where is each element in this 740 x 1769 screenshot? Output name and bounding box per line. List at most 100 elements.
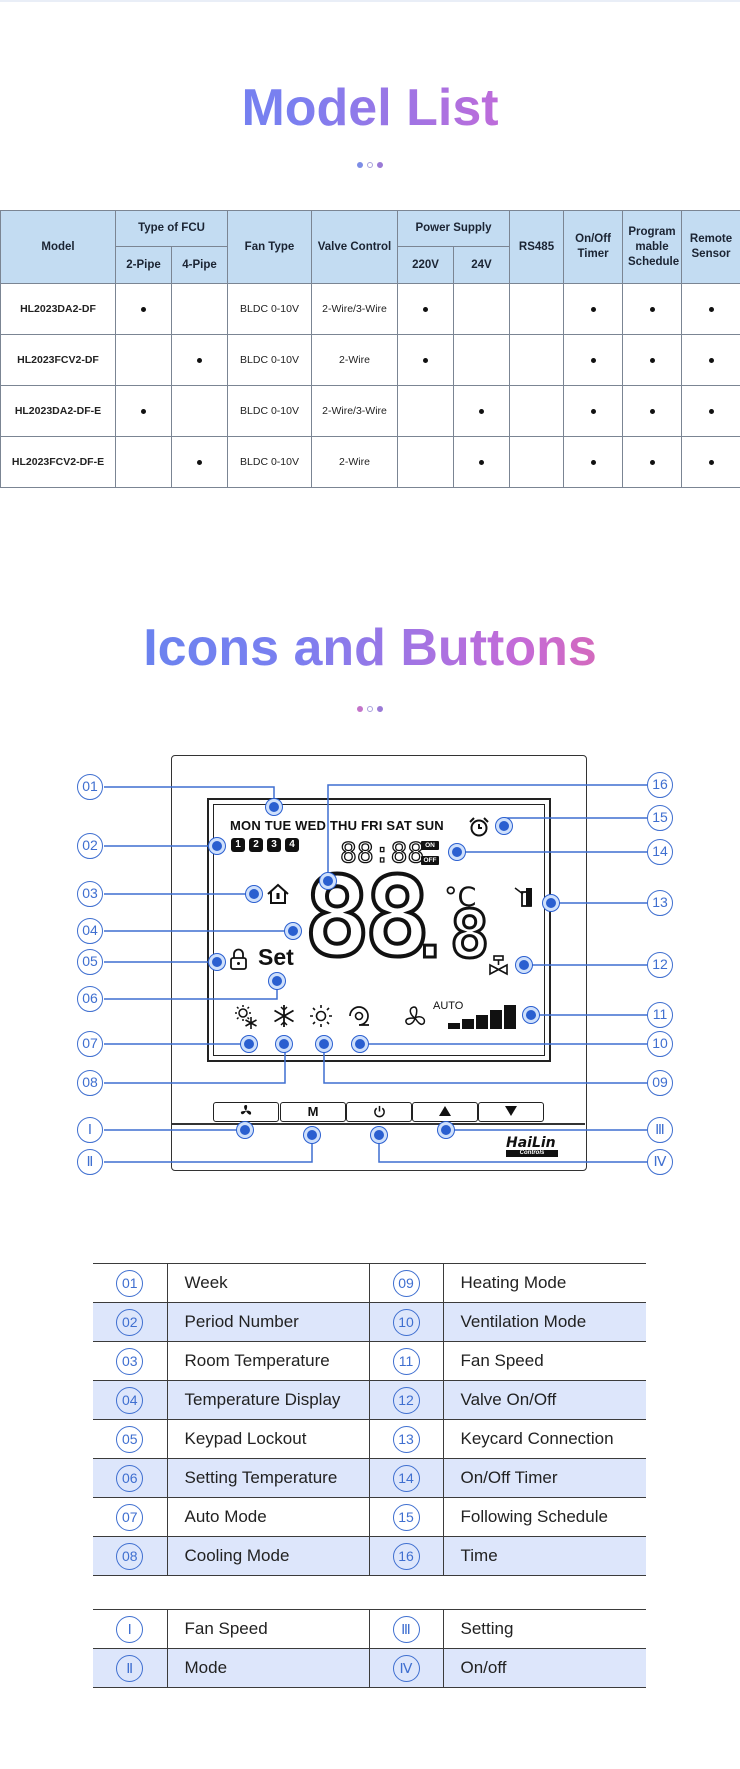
marker-11	[523, 1007, 539, 1023]
legend-number: 08	[116, 1542, 144, 1570]
legend-number-cell: 01	[93, 1263, 168, 1303]
marker-09	[316, 1036, 332, 1052]
period-4: 4	[285, 838, 299, 852]
callout-IV: Ⅳ	[647, 1149, 673, 1175]
callout-I: Ⅰ	[77, 1117, 103, 1143]
valve-icon	[489, 955, 508, 976]
legend-number: 03	[116, 1347, 144, 1375]
header-24v: 24V	[452, 246, 511, 284]
marker-III	[438, 1122, 454, 1138]
legend-number: Ⅱ	[116, 1654, 144, 1682]
header-fan-type: Fan Type	[227, 210, 312, 284]
period-3: 3	[267, 838, 281, 852]
cell-rs485	[509, 334, 565, 386]
down-button[interactable]	[478, 1102, 544, 1122]
header-programmable-schedule: Program mable Schedule	[622, 210, 683, 284]
on-badge: ON	[421, 841, 439, 850]
check-dot-icon	[141, 409, 146, 414]
legend-label: Valve On/Off	[443, 1380, 646, 1420]
legend-number-cell: 12	[369, 1380, 444, 1420]
legend-number-cell: Ⅲ	[369, 1609, 444, 1649]
legend-number: 15	[392, 1503, 420, 1531]
legend-number-cell: 04	[93, 1380, 168, 1420]
top-divider	[0, 0, 740, 2]
cell-schedule	[622, 334, 683, 386]
house-icon	[267, 883, 289, 904]
header-onoff-timer: On/Off Timer	[563, 210, 624, 284]
callout-II: Ⅱ	[77, 1149, 103, 1175]
callout-10: 10	[647, 1031, 673, 1057]
header-rs485: RS485	[509, 210, 565, 284]
marker-I	[237, 1122, 253, 1138]
marker-10	[352, 1036, 368, 1052]
set-label: Set	[258, 944, 294, 970]
header-power-supply: Power Supply	[396, 210, 511, 247]
legend-number-cell: 11	[369, 1341, 444, 1381]
fan-speed-bar	[462, 1019, 474, 1029]
marker-05	[209, 954, 225, 970]
marker-II	[304, 1127, 320, 1143]
marker-06	[269, 973, 285, 989]
legend-number: Ⅰ	[116, 1615, 144, 1643]
legend-number-cell: 16	[369, 1536, 444, 1576]
legend-number-cell: 02	[93, 1302, 168, 1342]
marker-IV	[371, 1127, 387, 1143]
callout-15: 15	[647, 805, 673, 831]
power-icon	[373, 1105, 385, 1118]
cell-v24	[452, 283, 511, 335]
cell-v24	[452, 334, 511, 386]
legend-number: 09	[392, 1269, 420, 1297]
legend-label: On/Off Timer	[443, 1458, 646, 1498]
callout-11: 11	[647, 1002, 673, 1028]
cell-timer	[563, 436, 624, 488]
legend-number: 12	[392, 1386, 420, 1414]
cell-pipe2	[115, 283, 172, 335]
legend-number-cell: Ⅱ	[93, 1648, 168, 1688]
callout-16: 16	[647, 772, 673, 798]
cell-v24	[452, 385, 511, 437]
callout-05: 05	[77, 949, 103, 975]
cell-rs485	[509, 385, 565, 437]
legend-number-cell: Ⅳ	[369, 1648, 444, 1688]
alarm-clock-icon	[469, 817, 489, 837]
legend-label: Temperature Display	[167, 1380, 370, 1420]
legend-number-cell: 09	[369, 1263, 444, 1303]
cell-timer	[563, 283, 624, 335]
cell-valve: 2-Wire/3-Wire	[311, 283, 398, 335]
legend-label: Room Temperature	[167, 1341, 370, 1381]
check-dot-icon	[649, 358, 655, 363]
power-button[interactable]	[346, 1102, 412, 1122]
cell-timer	[563, 385, 624, 437]
celsius-unit: °C	[444, 882, 477, 913]
cell-valve: 2-Wire	[311, 436, 398, 488]
check-dot-icon	[197, 358, 202, 363]
legend-number-cell: 05	[93, 1419, 168, 1459]
weekday-row: MON TUE WED THU FRI SAT SUN	[230, 818, 444, 833]
auto-label: AUTO	[433, 1000, 464, 1012]
cell-pipe4	[171, 436, 228, 488]
callout-07: 07	[77, 1031, 103, 1057]
fan-speed-button[interactable]	[213, 1102, 279, 1122]
mode-button[interactable]: M	[280, 1102, 346, 1122]
legend-label: Setting Temperature	[167, 1458, 370, 1498]
callout-04: 04	[77, 918, 103, 944]
check-dot-icon	[708, 307, 714, 312]
marker-13	[543, 895, 559, 911]
legend-number: 05	[116, 1425, 144, 1453]
check-dot-icon	[590, 358, 596, 363]
check-dot-icon	[479, 460, 484, 465]
legend-label: Fan Speed	[167, 1609, 370, 1649]
check-dot-icon	[197, 460, 202, 465]
temperature-decimal: .8	[408, 896, 491, 973]
up-button[interactable]	[412, 1102, 478, 1122]
legend-number: 10	[392, 1308, 420, 1336]
cell-fan_type: BLDC 0-10V	[227, 334, 312, 386]
check-dot-icon	[649, 409, 655, 414]
cell-sensor	[681, 385, 740, 437]
